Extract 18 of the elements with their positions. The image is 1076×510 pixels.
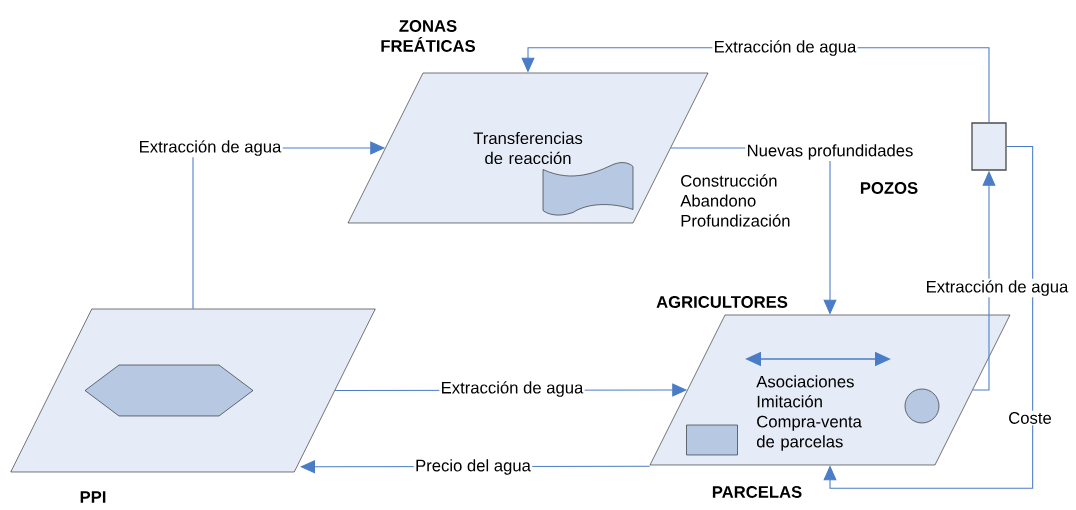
heading: PPI	[80, 491, 106, 503]
edge-label: Extracción de agua	[924, 278, 1070, 298]
chamfered-box	[686, 424, 738, 456]
heading: ZONAS FREÁTICAS	[381, 20, 475, 52]
edge-label: Nuevas profundidades	[745, 142, 915, 162]
circle	[904, 388, 940, 424]
edge-label: Precio del agua	[413, 457, 533, 477]
edge-label: Extracción de agua	[439, 379, 585, 399]
edge-label: Extracción de agua	[137, 138, 283, 158]
edge-label: Coste	[1006, 410, 1054, 426]
arrow	[823, 145, 1034, 489]
bold-heading: PARCELAS	[712, 486, 802, 498]
heading: AGRICULTORES	[656, 296, 788, 308]
wave-flag	[542, 162, 634, 216]
bold-heading: POZOS	[860, 182, 918, 194]
edge-label: Extracción de agua	[712, 38, 858, 58]
hexagon	[84, 364, 254, 417]
note-text: Construcción Abandono Profundización	[680, 174, 790, 227]
